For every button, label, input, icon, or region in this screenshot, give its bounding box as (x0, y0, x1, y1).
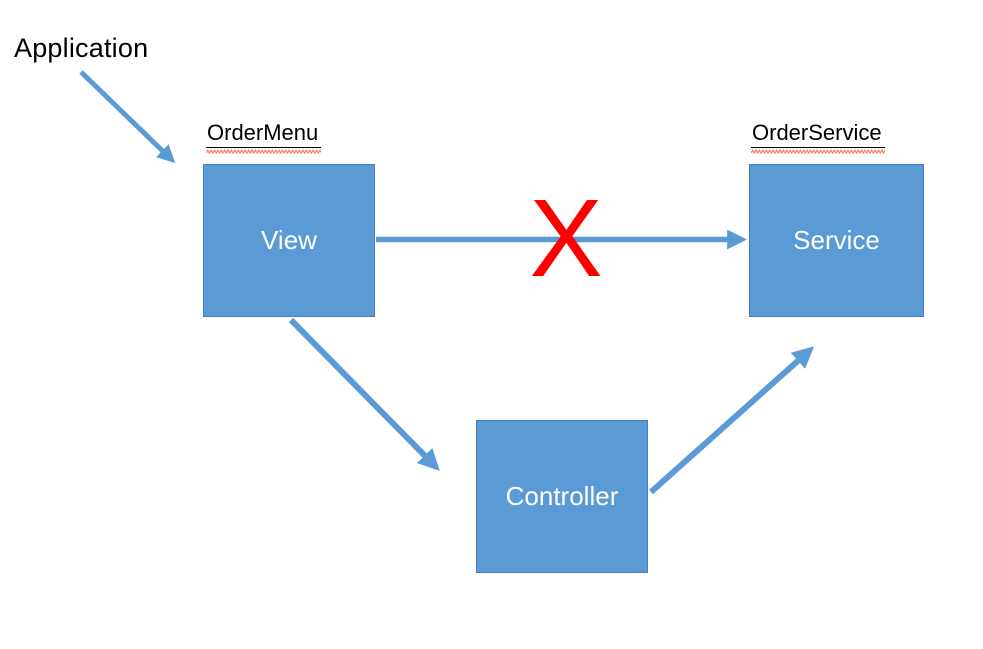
node-controller-label: Controller (505, 481, 619, 511)
spellcheck-underline-icon (206, 149, 321, 155)
node-controller[interactable]: Controller (476, 420, 648, 573)
node-service-label: Service (793, 225, 880, 255)
edge-application-to-view (79, 70, 176, 164)
node-view[interactable]: View (203, 164, 375, 317)
spellcheck-underline-icon (751, 149, 885, 155)
edge-view-to-controller (288, 317, 440, 471)
ordermenu-caption-text: OrderMenu (206, 120, 322, 149)
edge-controller-to-service (649, 346, 815, 495)
orderservice-caption: OrderService (751, 120, 885, 155)
application-label: Application (14, 33, 149, 63)
orderservice-caption-text: OrderService (751, 120, 885, 149)
node-service[interactable]: Service (749, 164, 924, 317)
node-view-label: View (261, 225, 317, 255)
blocked-x-mark: X (529, 177, 603, 300)
ordermenu-caption: OrderMenu (206, 120, 322, 155)
